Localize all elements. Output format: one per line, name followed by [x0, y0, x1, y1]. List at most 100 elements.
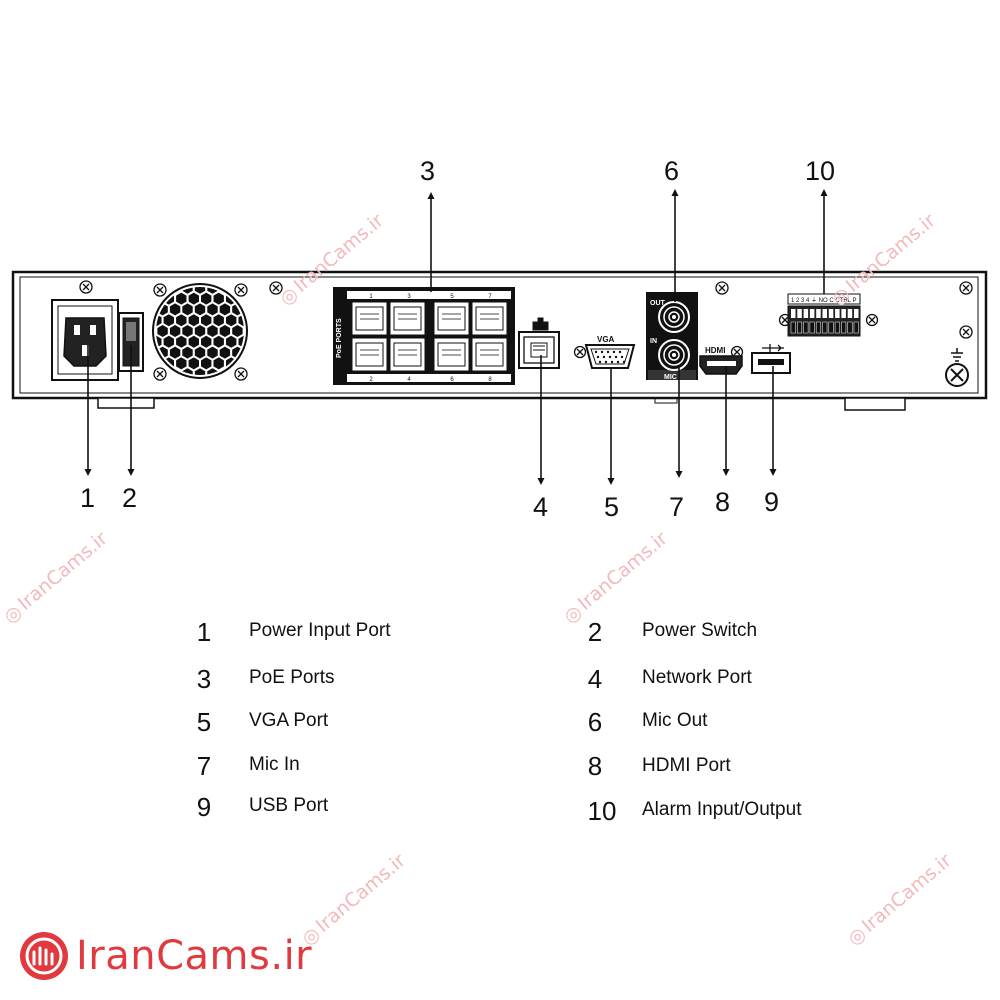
fan-hex-cell — [157, 325, 168, 337]
alarm-pin — [822, 309, 827, 318]
poe-jack-inner — [437, 342, 466, 367]
fan-hex-cell — [176, 335, 187, 348]
audio-out-label: OUT — [650, 300, 666, 307]
fan-hex-cell — [139, 293, 149, 305]
arrowhead — [722, 469, 730, 476]
arrowhead — [671, 189, 679, 196]
alarm-terminal-label: 1 2 3 4 ⏚ NO C CTRL P — [791, 297, 856, 304]
network-port — [518, 317, 560, 369]
poe-port-number: 1 — [369, 294, 373, 300]
poe-port-number: 2 — [369, 377, 373, 383]
legend-num-9: 9 — [196, 792, 212, 822]
fan-hex-cell — [219, 346, 231, 359]
fan-hex-cell — [207, 303, 218, 316]
alarm-pin — [847, 321, 853, 334]
legend-num-4: 4 — [587, 664, 603, 694]
fan-hex-cell — [213, 335, 224, 348]
arrowhead — [769, 469, 777, 476]
callout-8: 8 — [715, 487, 730, 517]
fan-hex-cell — [226, 335, 237, 348]
poe-port-number: 8 — [488, 377, 492, 383]
arrowhead — [537, 478, 545, 485]
fan-hex-cell — [145, 303, 155, 315]
audio-ports: OUT IN MIC — [646, 292, 698, 381]
alarm-pin — [809, 309, 815, 318]
arrowhead — [427, 192, 435, 199]
vga-pin — [616, 360, 620, 364]
fan-hex-cell — [169, 303, 181, 316]
legend-num-2: 2 — [587, 617, 603, 647]
fan-hex-cell — [263, 336, 273, 348]
poe-jack-inner — [475, 306, 504, 331]
arrowhead — [820, 189, 828, 196]
fan-hex-cell — [207, 346, 218, 359]
legend-num-8: 8 — [587, 751, 603, 781]
poe-jack-contacts — [398, 349, 417, 356]
arrowhead — [675, 471, 683, 478]
fan-hex-cell — [176, 379, 186, 391]
fan-hex-cell — [188, 357, 199, 370]
fan-hex-cell — [194, 303, 206, 316]
fan-hex-cell — [194, 287, 206, 294]
poe-jack-inner — [393, 342, 422, 367]
alarm-pin — [853, 321, 859, 334]
fan-hex-cell — [176, 314, 187, 327]
alarm-pin — [854, 309, 859, 318]
fan-hex-cell — [232, 325, 243, 337]
alarm-pin — [816, 309, 821, 318]
fan-hex-cell — [219, 303, 231, 316]
poe-jack-contacts — [360, 349, 379, 356]
alarm-pin — [797, 309, 802, 318]
fan-hex-cell — [251, 293, 261, 305]
fan-hex-cell — [213, 314, 224, 327]
fan-hex-cell — [139, 379, 149, 391]
legend-label-8: HDMI Port — [642, 755, 731, 776]
fan-hex-cell — [213, 292, 224, 305]
legend-num-7: 7 — [196, 751, 212, 781]
poe-side-label: PoE PORTS — [336, 318, 343, 358]
alarm-pin — [803, 309, 809, 318]
brand-text: IranCams.ir — [76, 933, 313, 979]
fan-hex-cell — [263, 379, 273, 391]
alarm-pin — [828, 321, 834, 334]
legend-label-5: VGA Port — [249, 710, 329, 731]
arrowhead — [127, 469, 135, 476]
vga-pin — [612, 350, 616, 354]
fan-hex-cell — [163, 335, 174, 348]
legend-num-10: 10 — [587, 796, 617, 826]
fan-hex-cell — [251, 379, 261, 391]
legend-num-5: 5 — [196, 707, 212, 737]
callout-4: 4 — [533, 492, 548, 522]
fan-hex-cell — [164, 379, 174, 391]
vga-pin — [596, 355, 600, 359]
fan-hex-cell — [133, 282, 143, 294]
callout-7: 7 — [669, 492, 684, 522]
callout-1: 1 — [80, 483, 95, 513]
poe-jack-inner — [355, 306, 384, 331]
fan-hex-cell — [201, 292, 212, 305]
legend-num-3: 3 — [196, 664, 212, 694]
vga-pin — [618, 350, 622, 354]
alarm-pin — [790, 321, 796, 334]
legend-label-4: Network Port — [642, 667, 752, 688]
mic-out-jack — [658, 301, 690, 333]
vga-pin — [608, 355, 612, 359]
arrowhead — [607, 478, 615, 485]
fan-hex-cell — [257, 303, 267, 315]
fan-hex-cell — [226, 379, 236, 391]
fan-hex-cell — [251, 336, 261, 348]
fan-hex-cell — [163, 314, 174, 327]
fan-hex-cell — [201, 314, 212, 327]
callout-3: 3 — [420, 156, 435, 186]
poe-jack-contacts — [360, 313, 379, 320]
poe-jack-inner — [355, 342, 384, 367]
legend-label-3: PoE Ports — [249, 667, 335, 688]
fan-hex-cell — [201, 357, 212, 370]
callout-6: 6 — [664, 156, 679, 186]
fan-hex-cell — [194, 368, 206, 375]
fan-hex-cell — [169, 325, 181, 337]
fan-hex-cell — [263, 314, 273, 326]
poe-jack-contacts — [442, 349, 461, 356]
poe-port-number: 5 — [450, 294, 454, 300]
vga-pin — [598, 360, 602, 364]
